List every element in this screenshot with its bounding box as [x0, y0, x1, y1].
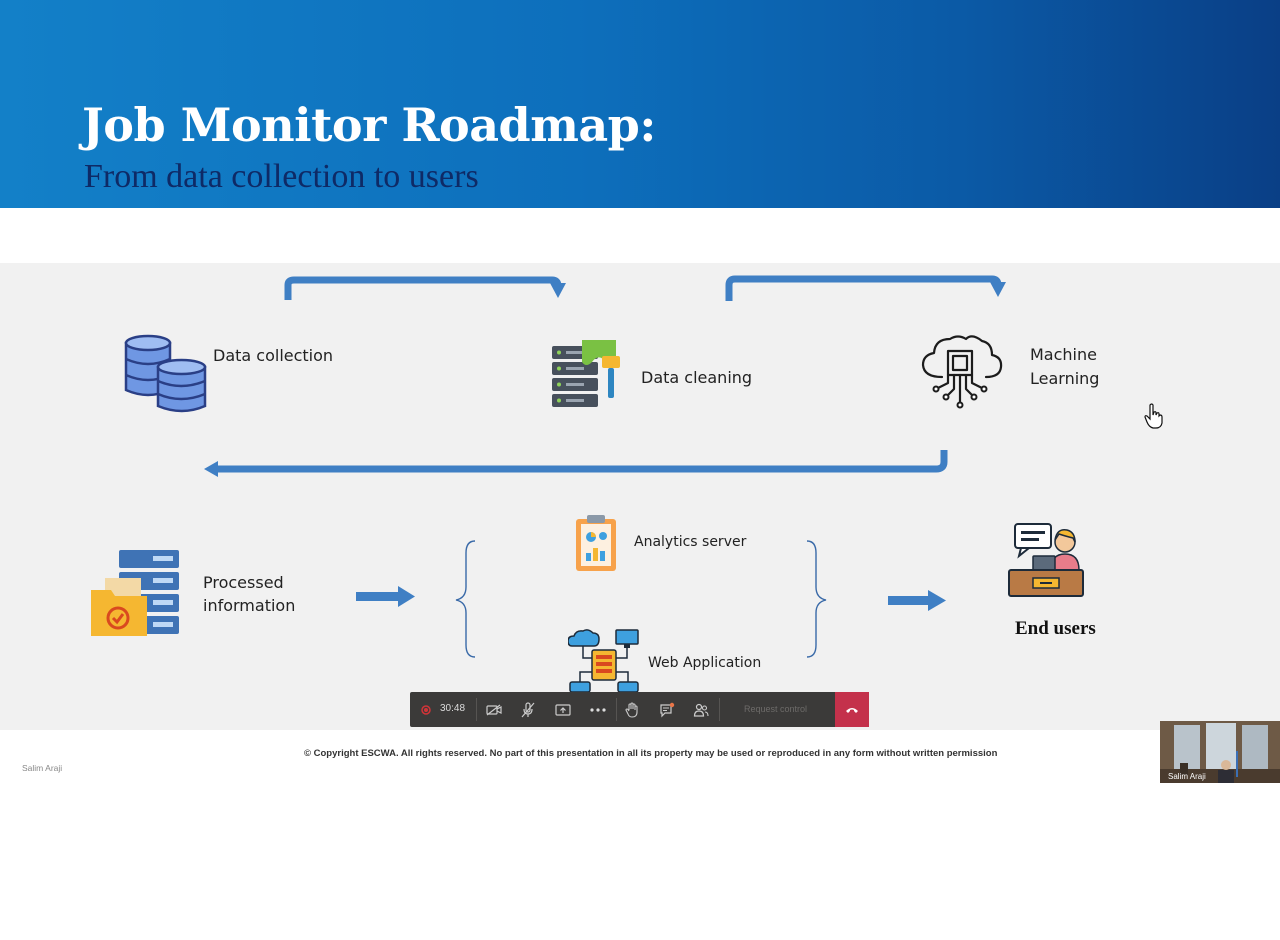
record-indicator-icon	[420, 692, 432, 727]
request-control-button[interactable]: Request control	[744, 704, 808, 714]
step-machine-learning-label-line2: Learning	[1030, 369, 1100, 388]
step-data-cleaning-label: Data cleaning	[641, 368, 753, 387]
camera-off-icon[interactable]	[480, 692, 508, 727]
meeting-timer: 30:48	[440, 703, 466, 714]
participants-icon[interactable]	[687, 692, 715, 727]
flow-arrows	[204, 275, 1006, 658]
server-cleaning-icon	[552, 340, 620, 407]
meeting-control-bar: 30:48 Request control	[410, 692, 869, 727]
participant-name-label: Salim Araji	[1168, 772, 1206, 781]
slide-title: Job Monitor Roadmap:	[82, 98, 656, 152]
step-data-collection-label: Data collection	[213, 346, 334, 365]
participant-video-thumbnail[interactable]: Salim Araji	[1160, 721, 1280, 783]
copyright-notice: © Copyright ESCWA. All rights reserved. …	[304, 748, 998, 759]
analytics-server-label: Analytics server	[634, 534, 747, 550]
web-application-label: Web Application	[648, 655, 762, 671]
hang-up-icon	[846, 707, 858, 713]
server-folder-icon	[91, 550, 179, 636]
database-icon	[124, 334, 207, 413]
cloud-chip-icon	[921, 335, 1003, 409]
more-options-icon[interactable]	[584, 692, 612, 727]
raise-hand-icon[interactable]	[618, 692, 646, 727]
hand-cursor-icon	[1144, 403, 1163, 429]
slide-header-banner	[0, 0, 1280, 208]
chat-icon[interactable]	[653, 692, 681, 727]
web-application-network-icon	[568, 629, 639, 692]
slide-subtitle: From data collection to users	[84, 158, 479, 195]
step-machine-learning-label-line1: Machine	[1030, 345, 1097, 364]
desk-user-icon	[1008, 523, 1084, 597]
step-processed-label-line2: information	[203, 596, 296, 615]
analytics-clipboard-icon	[576, 515, 616, 571]
hang-up-button[interactable]	[835, 692, 869, 727]
mic-off-icon[interactable]	[514, 692, 542, 727]
end-users-label: End users	[1015, 618, 1096, 639]
step-processed-label-line1: Processed	[203, 573, 284, 592]
presenter-name: Salim Araji	[22, 763, 63, 773]
roadmap-diagram	[0, 263, 1280, 730]
share-screen-icon[interactable]	[549, 692, 577, 727]
participant-video-scene	[1160, 721, 1280, 783]
